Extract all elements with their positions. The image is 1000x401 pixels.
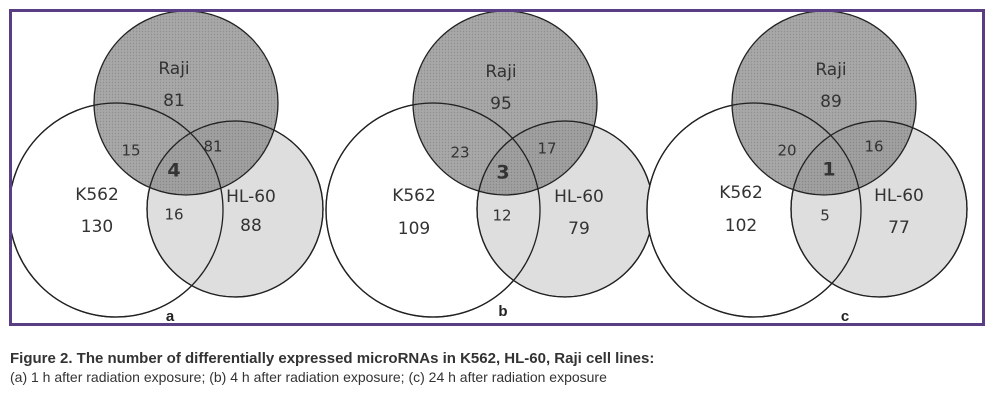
k562-label-a: K562 (75, 185, 119, 205)
panel-letter-a: a (166, 308, 175, 323)
k562-outline-c (646, 102, 862, 318)
raji-circle-c (731, 12, 917, 196)
raji-label-c: Raji (815, 60, 846, 80)
caption-title: Figure 2. The number of differentially e… (10, 350, 655, 367)
panel-letter-b: b (498, 303, 507, 320)
hl60-label-a: HL-60 (226, 187, 276, 207)
figure-caption: Figure 2. The number of differentially e… (10, 350, 990, 386)
hl60-only-count-c: 77 (888, 218, 910, 238)
raji-only-count-b: 95 (490, 94, 512, 114)
all-three-count-b: 3 (496, 162, 509, 184)
hl60-label-c: HL-60 (874, 186, 924, 206)
k562-hl60-count-a: 16 (164, 206, 183, 224)
raji-k562-count-b: 23 (450, 144, 469, 162)
k562-only-count-c: 102 (725, 216, 757, 236)
raji-hl60-count-b: 17 (537, 140, 556, 158)
raji-label-a: Raji (158, 59, 189, 79)
hl60-only-count-a: 88 (240, 216, 262, 236)
k562-only-count-b: 109 (398, 219, 430, 239)
k562-hl60-count-c: 5 (820, 207, 830, 225)
k562-hl60-count-b: 12 (492, 207, 511, 225)
raji-circle-a (93, 12, 279, 196)
k562-only-count-a: 130 (81, 217, 113, 237)
raji-label-b: Raji (485, 62, 516, 82)
raji-hl60-count-a: 81 (203, 138, 222, 156)
raji-only-count-c: 89 (820, 92, 842, 112)
raji-k562-count-a: 15 (121, 142, 140, 160)
all-three-count-c: 1 (822, 159, 835, 181)
raji-only-count-a: 81 (163, 91, 185, 111)
k562-outline-b (325, 102, 541, 318)
raji-circle-b (412, 12, 598, 196)
raji-k562-count-c: 20 (777, 142, 796, 160)
k562-label-c: K562 (719, 183, 763, 203)
hl60-outline-c (790, 120, 968, 298)
hl60-label-b: HL-60 (554, 187, 604, 207)
raji-hl60-count-c: 16 (864, 138, 883, 156)
k562-outline-a (12, 102, 224, 318)
panel-letter-c: c (841, 308, 849, 323)
caption-text: (a) 1 h after radiation exposure; (b) 4 … (10, 369, 607, 385)
k562-label-b: K562 (392, 186, 436, 206)
hl60-only-count-b: 79 (568, 219, 590, 239)
hl60-outline-a (146, 120, 324, 298)
all-three-count-a: 4 (167, 160, 180, 182)
